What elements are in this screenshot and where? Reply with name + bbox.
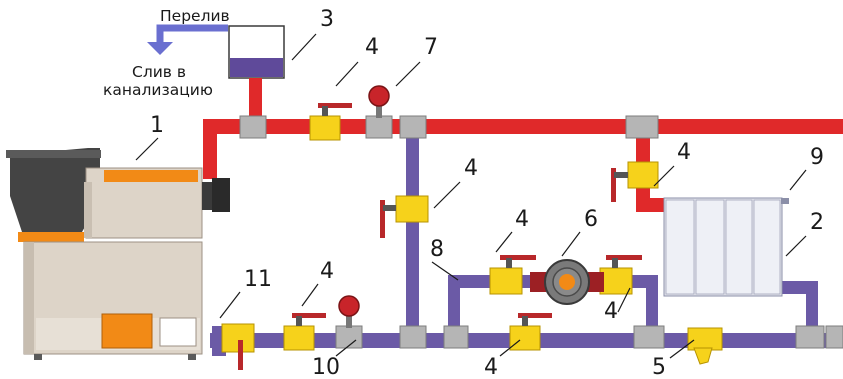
callout-air-vent: 9 xyxy=(810,145,824,170)
valve-pump-right xyxy=(599,255,642,295)
drain-label-line2: канализацию xyxy=(103,81,213,99)
callout-pressure-gauge-bottom: 10 xyxy=(312,355,340,379)
drain-label-line1: Слив в xyxy=(132,63,186,81)
valve-boiler-return xyxy=(221,323,255,370)
callout-valve-3: 4 xyxy=(464,156,478,181)
circulation-pump xyxy=(530,259,604,305)
strainer-filter xyxy=(687,327,723,365)
overflow-label: Перелив xyxy=(160,7,230,25)
callout-valve-5: 4 xyxy=(604,299,618,324)
callout-bypass: 8 xyxy=(430,237,444,262)
callout-pressure-gauge-top: 7 xyxy=(424,35,438,60)
callout-valve-2: 4 xyxy=(677,140,691,165)
valve-bypass-return xyxy=(509,313,552,351)
supply-pipes xyxy=(203,119,843,212)
callout-valve-7: 4 xyxy=(484,355,498,379)
expansion-tank xyxy=(228,25,285,118)
overflow-pipe xyxy=(147,24,228,55)
valve-return-main xyxy=(283,313,326,351)
radiator xyxy=(663,197,789,297)
callout-expansion-tank: 3 xyxy=(320,7,334,32)
air-vent xyxy=(781,198,789,204)
drain-arrow-icon xyxy=(147,42,173,55)
callout-boiler: 1 xyxy=(150,113,164,138)
pipe-fittings xyxy=(239,115,843,349)
callout-valve-4: 4 xyxy=(515,207,529,232)
callout-filter: 5 xyxy=(652,355,666,379)
callout-pump: 6 xyxy=(584,207,598,232)
boiler xyxy=(6,148,230,360)
pressure-gauge-top xyxy=(368,85,390,118)
valve-pump-left xyxy=(489,255,536,295)
callout-boiler-valve: 11 xyxy=(244,267,272,292)
valve-bypass xyxy=(380,195,429,238)
pressure-gauge-bottom xyxy=(338,295,360,328)
callout-valve-1: 4 xyxy=(365,35,379,60)
valve-radiator-supply xyxy=(611,161,659,202)
callout-valve-6: 4 xyxy=(320,259,334,284)
valve-supply-main xyxy=(309,103,352,141)
callouts: 1 3 4 7 4 9 4 2 8 4 6 4 4 11 10 4 5 xyxy=(135,7,824,379)
callout-radiator: 2 xyxy=(810,210,824,235)
